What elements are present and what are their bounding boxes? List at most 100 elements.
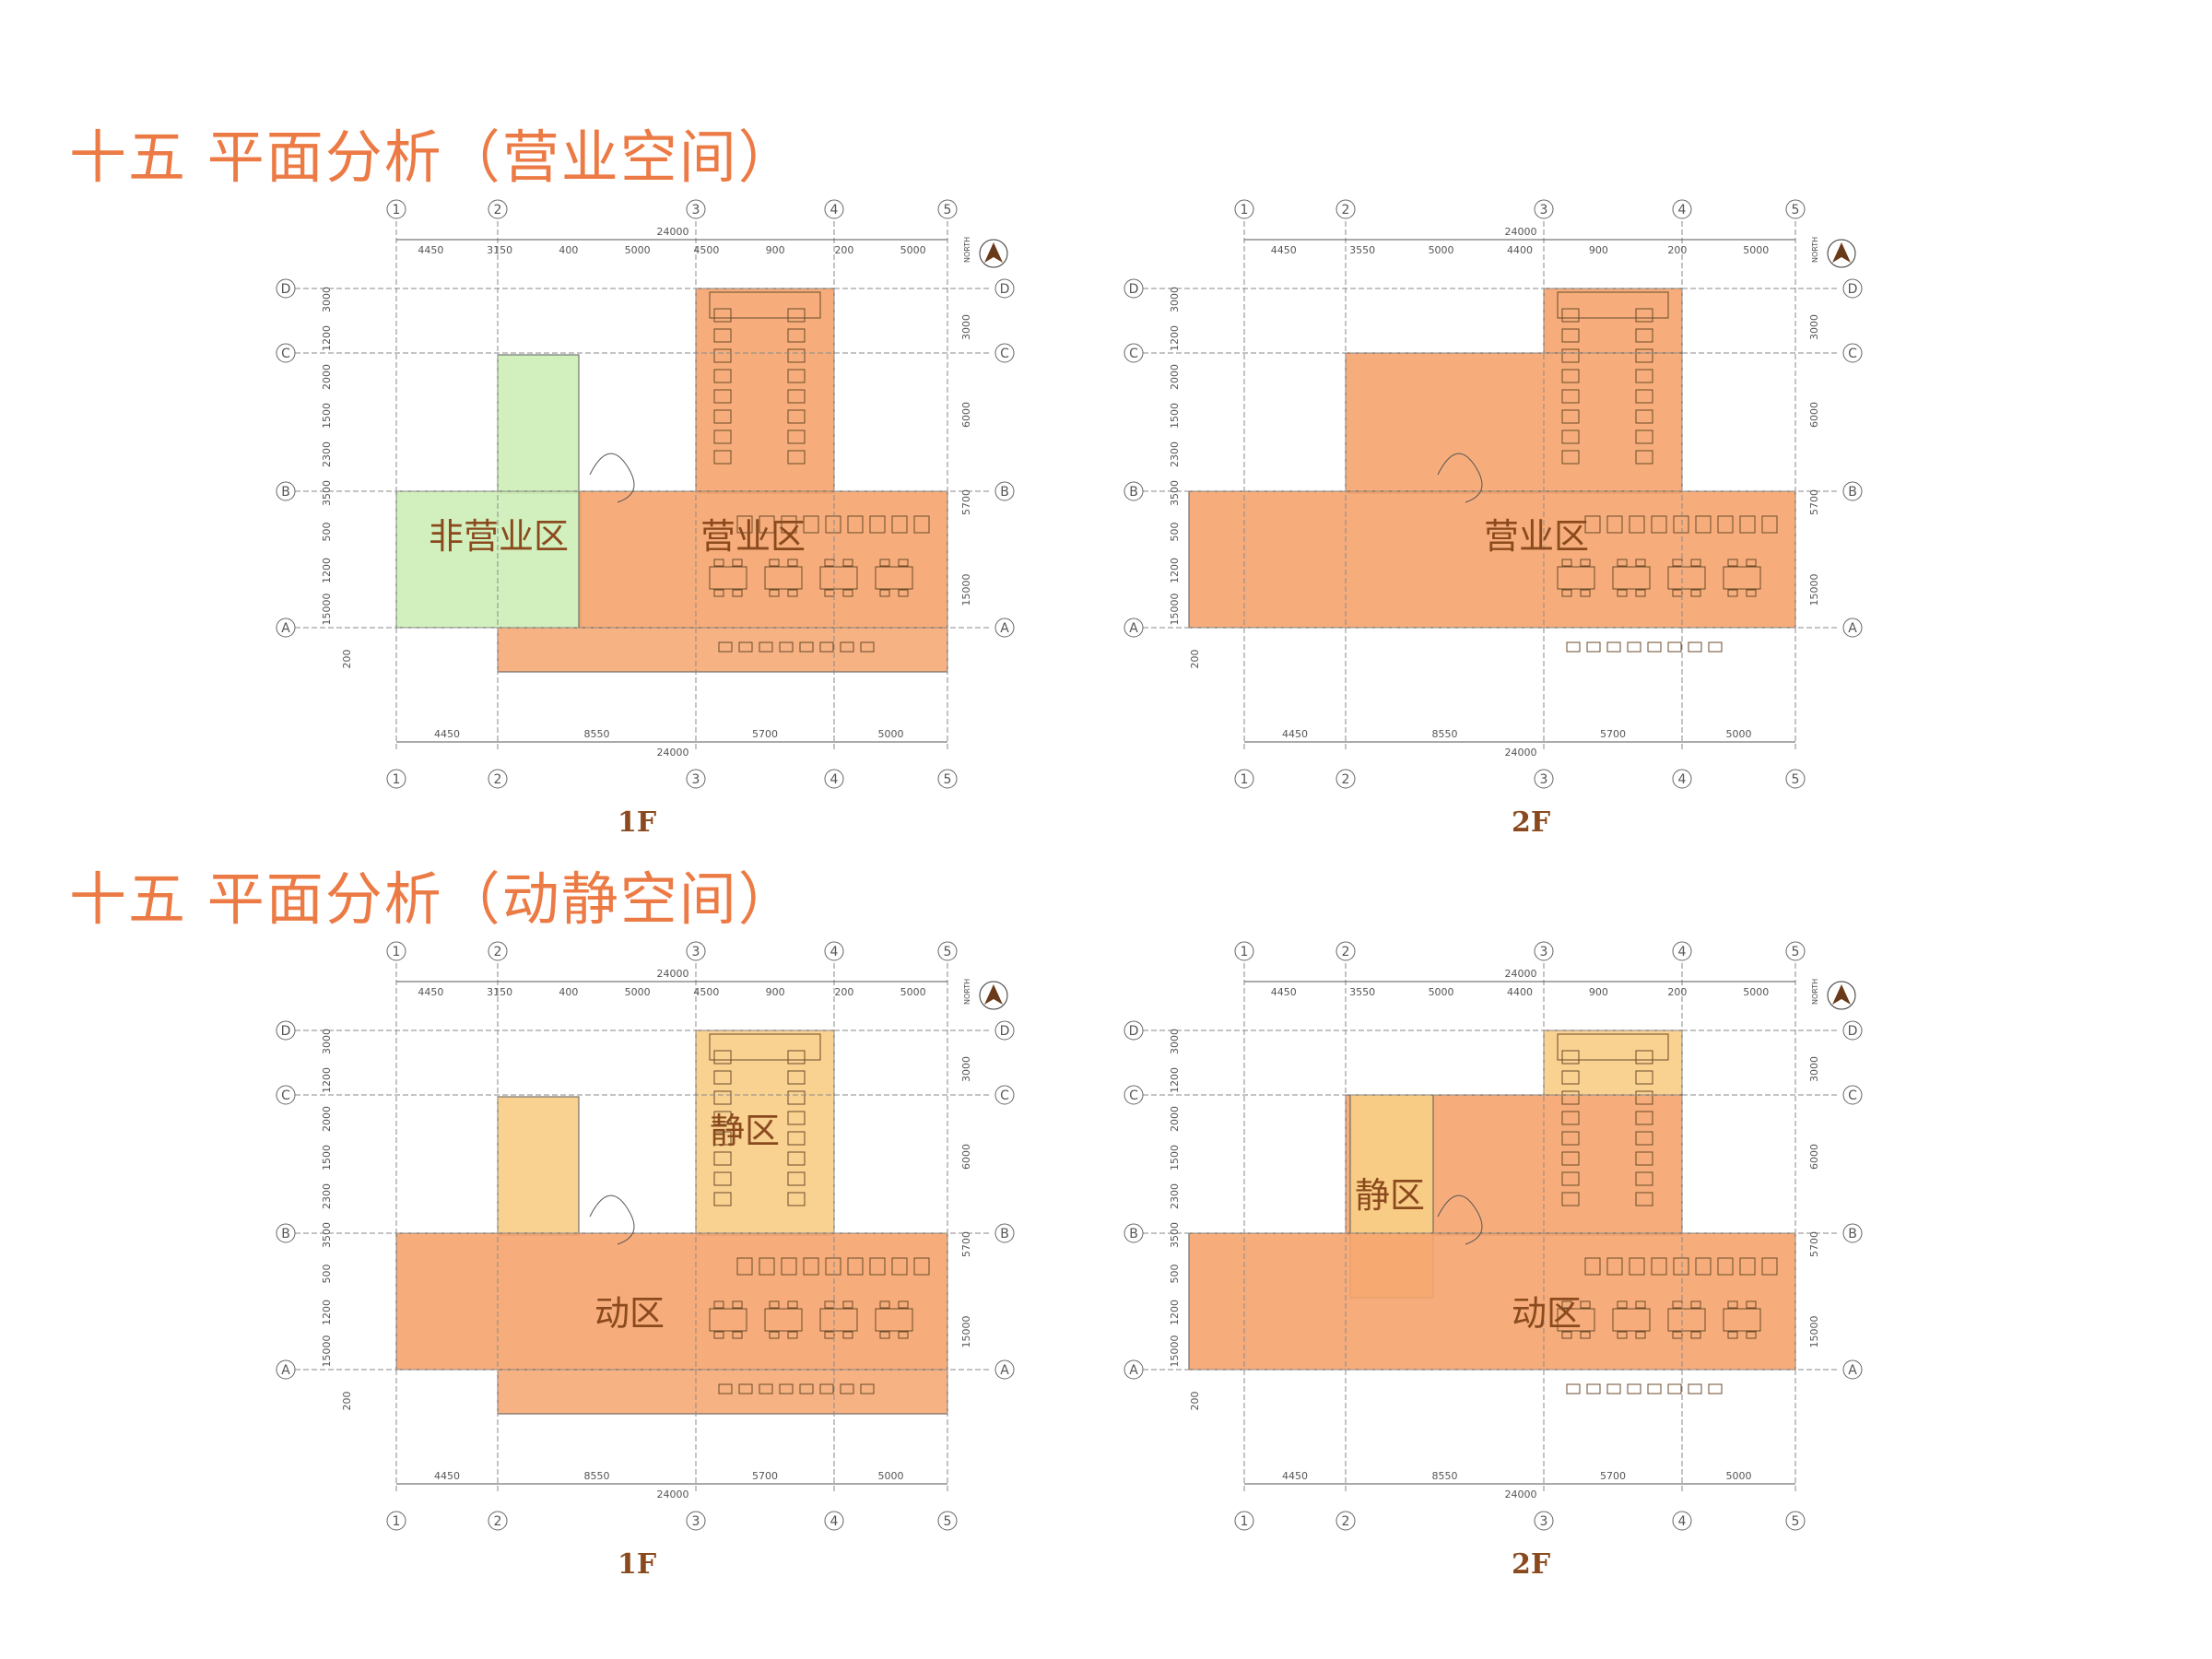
axis-label-top: 4 — [830, 945, 839, 959]
booth-seat-shape — [759, 1257, 775, 1276]
axis-label-bottom: 5 — [1792, 1514, 1800, 1529]
booth-seat-shape — [781, 1257, 797, 1276]
axis-bubble-right — [1842, 1223, 1863, 1243]
dimension-top: 3150 — [487, 986, 512, 998]
table-shape — [1557, 1308, 1595, 1332]
zone-non-business-lower — [395, 490, 582, 629]
axis-label-right: A — [1848, 621, 1857, 636]
chair-shape — [732, 1300, 743, 1309]
table-shape — [764, 566, 803, 590]
north-label: NORTH — [1811, 979, 1819, 1005]
seat-shape — [1561, 1090, 1580, 1105]
dimension-left: 2000 — [1169, 1106, 1181, 1132]
axis-bubble-left — [276, 1020, 296, 1041]
zone-active-main — [1188, 1232, 1796, 1371]
chair-shape — [787, 559, 798, 567]
counter-seat-shape — [1586, 1383, 1601, 1394]
chair-shape — [1580, 589, 1591, 597]
axis-bubble-bottom — [1672, 1511, 1692, 1531]
dimension-right: 3000 — [960, 314, 972, 340]
booth-seat-shape — [825, 515, 841, 534]
seat-shape — [1561, 450, 1580, 465]
dimension-bottom: 4450 — [434, 1470, 460, 1482]
booth-seat-shape — [1739, 515, 1756, 534]
seat-shape — [713, 1192, 732, 1206]
counter-seat-shape — [1688, 641, 1702, 653]
seat-shape — [1561, 1070, 1580, 1085]
chair-shape — [879, 1331, 890, 1339]
seat-shape — [1635, 409, 1653, 424]
seat-shape — [1635, 1131, 1653, 1146]
seat-shape — [1561, 1111, 1580, 1125]
axis-label-bottom: 4 — [1678, 772, 1687, 787]
chair-shape — [842, 1300, 853, 1309]
seat-shape — [1561, 369, 1580, 383]
furniture-layer — [589, 1033, 930, 1394]
seat-shape — [1561, 1131, 1580, 1146]
stair-shape — [1437, 453, 1483, 503]
dimension-top: 5000 — [1743, 244, 1769, 256]
dimension-left: 1200 — [321, 1300, 333, 1325]
axis-bubble-top — [1672, 941, 1692, 961]
booth-seat-shape — [913, 515, 930, 534]
seat-shape — [787, 1070, 806, 1085]
axis-bubble-top — [1234, 199, 1254, 219]
axis-label-right: A — [1000, 1363, 1009, 1378]
zone-layer — [395, 288, 948, 673]
chair-shape — [824, 589, 835, 597]
booth-seat-shape — [1651, 515, 1667, 534]
axis-bubble-bottom — [1785, 1511, 1806, 1531]
seat-shape — [713, 409, 732, 424]
north-label: NORTH — [1811, 237, 1819, 263]
dimension-right: 6000 — [960, 1144, 972, 1170]
axis-label-top: 1 — [1241, 945, 1249, 959]
dimension-bottom: 5700 — [752, 728, 778, 740]
zone-active-main — [395, 1232, 948, 1371]
booth-seat-shape — [1739, 1257, 1756, 1276]
zone-business-main — [578, 490, 948, 629]
axis-label-top: 5 — [1792, 945, 1800, 959]
counter-seat-shape — [819, 1383, 834, 1394]
seat-shape — [1561, 409, 1580, 424]
axis-label-left: A — [281, 1363, 290, 1378]
chair-shape — [1617, 1331, 1628, 1339]
chair-shape — [1746, 1300, 1757, 1309]
dimension-bottom: 5000 — [1726, 1470, 1752, 1482]
chair-shape — [1635, 1331, 1646, 1339]
table-shape — [1667, 566, 1706, 590]
dimension-right: 5700 — [1808, 489, 1820, 515]
dimension-left: 3000 — [1169, 1029, 1181, 1054]
chair-shape — [732, 1331, 743, 1339]
axis-label-top: 3 — [692, 945, 700, 959]
dimension-top: 400 — [559, 244, 578, 256]
axis-bubble-left — [1124, 1223, 1144, 1243]
dimension-bottom: 8550 — [584, 1470, 610, 1482]
axis-label-top: 4 — [1678, 945, 1687, 959]
seat-shape — [787, 308, 806, 323]
dimension-left: 3500 — [321, 1222, 333, 1248]
section-title-activity: 十五 平面分析（动静空间） — [69, 865, 797, 933]
dimension-under: 200 — [1189, 650, 1201, 669]
chair-shape — [1746, 589, 1757, 597]
axis-label-bottom: 1 — [1241, 1514, 1249, 1529]
dimension-top: 5000 — [625, 986, 651, 998]
axis-bubble-left — [276, 1359, 296, 1380]
dimension-right: 5700 — [960, 489, 972, 515]
axis-label-top: 2 — [494, 203, 502, 218]
axis-bubble-left — [276, 1223, 296, 1243]
dimension-bottom: 4450 — [1282, 728, 1308, 740]
dimension-left: 3000 — [321, 287, 333, 312]
room-outline — [1557, 291, 1669, 319]
dimension-left: 3000 — [321, 1029, 333, 1054]
axis-label-top: 2 — [494, 945, 502, 959]
axis-label-bottom: 4 — [830, 1514, 839, 1529]
table-shape — [875, 566, 913, 590]
dimension-top: 4400 — [1507, 986, 1533, 998]
booth-seat-shape — [1717, 1257, 1734, 1276]
dimension-right: 6000 — [960, 402, 972, 428]
booth-seat-shape — [1606, 515, 1623, 534]
seat-shape — [1635, 1090, 1653, 1105]
dimension-right: 15000 — [960, 1316, 972, 1348]
dimension-top: 5000 — [1743, 986, 1769, 998]
